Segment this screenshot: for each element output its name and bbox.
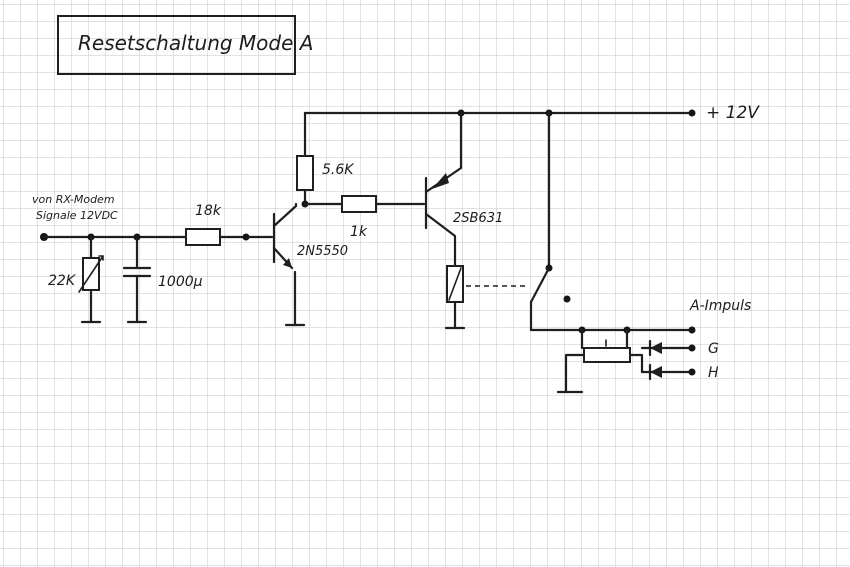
transistor-2sb631: 2SB631: [424, 111, 503, 268]
resistor-22k: 22K: [48, 235, 104, 324]
resistor-18k: 18k: [185, 203, 274, 246]
label-2n5550: 2N5550: [297, 244, 348, 259]
input-label-line2: Signale 12VDC: [36, 209, 118, 222]
label-2sb631: 2SB631: [453, 211, 503, 226]
supply-rail: + 12V: [303, 103, 760, 123]
output-g-label: G: [708, 341, 719, 357]
resistor-1k: 1k: [303, 195, 426, 240]
output-relay: G H: [556, 328, 719, 394]
label-22k: 22K: [48, 273, 77, 289]
input-terminal: von RX-Modem Signale 12VDC: [32, 193, 118, 241]
label-5k6: 5.6K: [322, 162, 355, 178]
label-18k: 18k: [195, 203, 222, 219]
title: Resetschaltung Mode A: [78, 31, 313, 55]
output-label: A-Impuls: [689, 298, 751, 314]
relay-coil: [444, 265, 528, 330]
output-h-label: H: [708, 365, 719, 381]
resistor-5k6: 5.6K: [296, 111, 355, 208]
input-label-line1: von RX-Modem: [32, 193, 115, 206]
supply-label: + 12V: [706, 103, 760, 123]
transistor-2n5550: 2N5550: [272, 202, 348, 327]
capacitor-1000u: 1000µ: [122, 235, 203, 324]
title-box: Resetschaltung Mode A: [57, 15, 313, 75]
label-1000u: 1000µ: [158, 274, 203, 290]
label-1k: 1k: [350, 224, 368, 240]
